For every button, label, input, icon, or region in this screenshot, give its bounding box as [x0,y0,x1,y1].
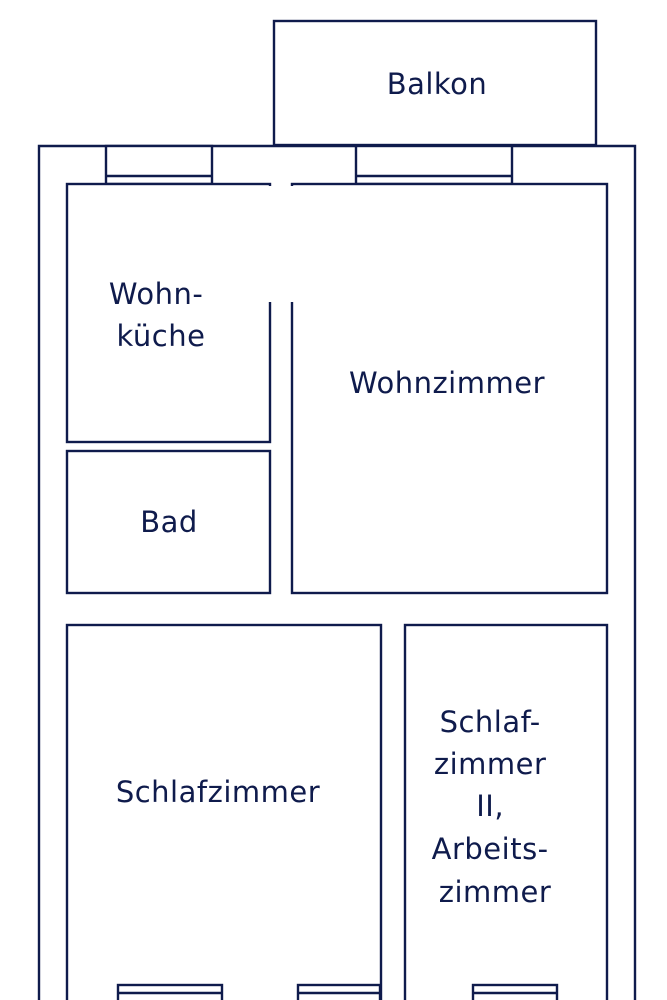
window-bottom-right [471,983,559,1000]
passage-opening [268,186,294,302]
room-bad [65,449,272,595]
window-bottom-left [116,983,224,1000]
outer-wall [37,144,637,1000]
room-schlafzimmer-2 [403,623,609,1000]
balcony-outline [272,19,598,147]
label-schlafzimmer-2: Schlaf- zimmer II, Arbeits- zimmer [432,705,559,909]
label-balkon: Balkon [387,67,488,101]
room-wohnkueche [65,182,272,444]
room-schlafzimmer [65,623,383,1000]
label-wohnkueche: Wohn- küche [109,277,213,353]
window-bottom-middle [296,983,382,1000]
label-schlafzimmer: Schlafzimmer [116,775,320,809]
window-top-right [354,144,514,186]
window-top-left [104,144,214,186]
label-wohnzimmer: Wohnzimmer [349,366,545,400]
label-bad: Bad [140,505,198,539]
room-wohnzimmer [290,182,609,595]
